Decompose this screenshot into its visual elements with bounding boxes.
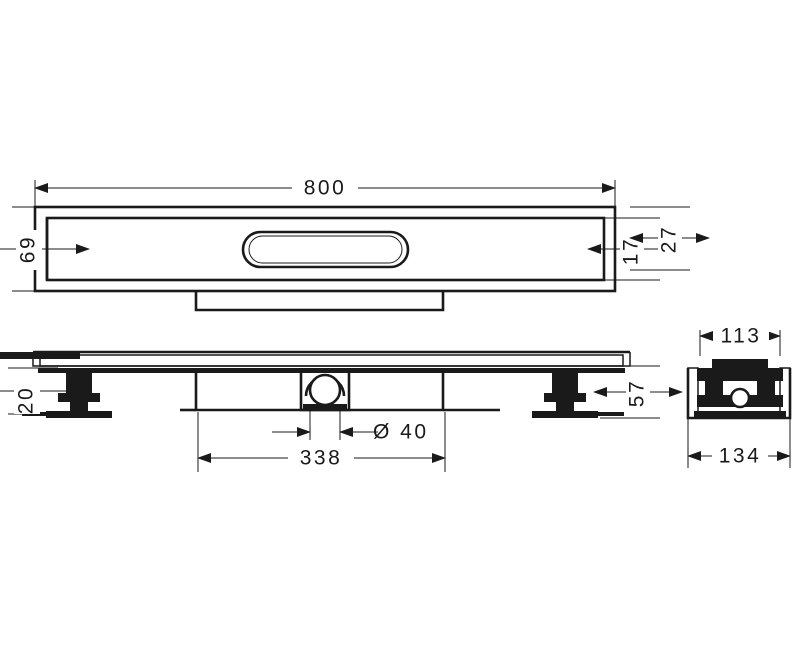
dimension-inner-height: 17 (587, 217, 677, 281)
side-left-wall (687, 367, 699, 419)
side-rib-right (757, 381, 775, 395)
section-flange-cavity (39, 354, 624, 367)
dimension-outlet-diameter: Ø 40 (272, 410, 429, 444)
outlet-boss-base (303, 404, 347, 410)
dimension-flange-height: 27 (629, 206, 710, 271)
dimension-side-outer-width: 134 (687, 418, 791, 468)
support-foot-right (532, 368, 624, 418)
dimension-side-inner-width: 113 (699, 324, 781, 356)
dimension-foot-height: 20 (0, 367, 80, 415)
dim-label-diameter-40: Ø 40 (373, 421, 429, 444)
dimension-overall-length: 800 (34, 176, 616, 215)
side-right-wall (779, 367, 791, 419)
dimension-body-depth: 57 (593, 365, 683, 419)
dim-label-800: 800 (304, 177, 347, 200)
dimension-body-height: 69 (0, 206, 90, 292)
side-neck (712, 359, 768, 368)
dim-label-134: 134 (719, 445, 762, 468)
side-section-view (0, 352, 792, 420)
side-base-plate (694, 411, 786, 418)
dim-label-20: 20 (15, 386, 38, 414)
outlet-tab-front (35, 290, 615, 312)
dim-label-69: 69 (17, 235, 40, 263)
side-top-cap (0, 352, 80, 359)
dim-label-17: 17 (620, 237, 643, 265)
section-view (22, 350, 631, 418)
outlet-boss (299, 373, 351, 412)
side-rib-left (705, 381, 723, 395)
dim-label-113: 113 (721, 325, 762, 348)
dimension-outlet-offset: 338 (197, 412, 446, 472)
section-seal-band (38, 368, 625, 373)
drain-slot-opening (241, 230, 410, 269)
side-body-upper (697, 368, 783, 381)
outlet-pipe-circle (308, 373, 342, 407)
dim-label-57: 57 (626, 379, 649, 407)
dim-label-27: 27 (658, 225, 681, 253)
side-outlet-circle (729, 387, 751, 409)
dim-label-338: 338 (300, 447, 343, 470)
